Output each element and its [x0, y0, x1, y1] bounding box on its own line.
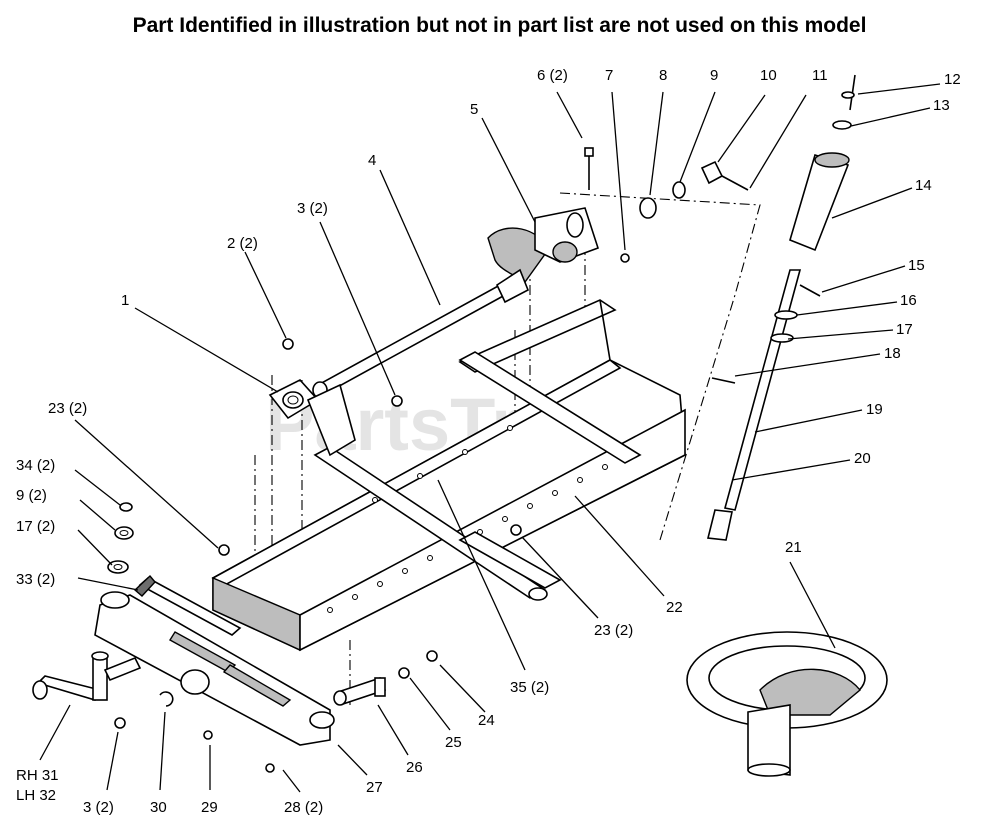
leader-lines: [39, 83, 941, 793]
callout-13: 13: [933, 97, 950, 114]
flange-bearing-1: [268, 379, 320, 420]
callout-35: 35 (2): [510, 679, 549, 696]
callout-9: 9: [710, 67, 718, 84]
callout-labels: 1 2 (2) 3 (2) 4 5 6 (2) 7 8 9 10 11 12 1…: [16, 67, 961, 816]
callout-8: 8: [659, 67, 667, 84]
callout-28: 28 (2): [284, 799, 323, 816]
callout-lh32: LH 32: [16, 787, 56, 804]
diagram-title: Part Identified in illustration but not …: [132, 14, 867, 37]
callout-17-left: 17 (2): [16, 518, 55, 535]
callout-12: 12: [944, 71, 961, 88]
callout-14: 14: [915, 177, 932, 194]
callout-20: 20: [854, 450, 871, 467]
callout-29: 29: [201, 799, 218, 816]
callout-3-lower: 3 (2): [83, 799, 114, 816]
callout-33: 33 (2): [16, 571, 55, 588]
callout-23-right: 23 (2): [594, 622, 633, 639]
steering-plate: [306, 383, 356, 457]
left-washers: [107, 502, 134, 574]
screw-7: [620, 253, 630, 263]
steering-shaft-4: [312, 227, 549, 399]
bolt-6: [584, 147, 594, 190]
callout-21: 21: [785, 539, 802, 556]
callout-16: 16: [900, 292, 917, 309]
small-fasteners: [114, 338, 522, 773]
callout-19: 19: [866, 401, 883, 418]
callout-17: 17: [896, 321, 913, 338]
steering-column: [707, 74, 856, 541]
callout-34: 34 (2): [16, 457, 55, 474]
callout-1: 1: [121, 292, 129, 309]
callout-22: 22: [666, 599, 683, 616]
nut-10: [700, 160, 724, 185]
callout-11: 11: [812, 67, 828, 84]
callout-4: 4: [368, 152, 376, 169]
callout-30: 30: [150, 799, 167, 816]
main-frame-22: [211, 299, 686, 652]
callout-9-left: 9 (2): [16, 487, 47, 504]
callout-rh31: RH 31: [16, 767, 59, 784]
callout-6: 6 (2): [537, 67, 568, 84]
callout-3-upper: 3 (2): [297, 200, 328, 217]
callout-5: 5: [470, 101, 478, 118]
tie-rod-33: [133, 574, 242, 636]
callout-23-left: 23 (2): [48, 400, 87, 417]
callout-10: 10: [760, 67, 777, 84]
callout-24: 24: [478, 712, 495, 729]
cross-tubes: [313, 351, 642, 601]
callout-27: 27: [366, 779, 383, 796]
bushing-8: [639, 197, 657, 219]
callout-25: 25: [445, 734, 462, 751]
pin-11: [721, 175, 749, 191]
front-axle-27: [94, 591, 335, 746]
washer-9: [672, 181, 686, 199]
callout-26: 26: [406, 759, 423, 776]
spindle-31-32: [32, 651, 142, 701]
pivot-bracket-5: [534, 207, 599, 263]
callout-15: 15: [908, 257, 925, 274]
steering-wheel-21: [686, 631, 888, 777]
callout-18: 18: [884, 345, 901, 362]
callout-7: 7: [605, 67, 613, 84]
callout-2: 2 (2): [227, 235, 258, 252]
